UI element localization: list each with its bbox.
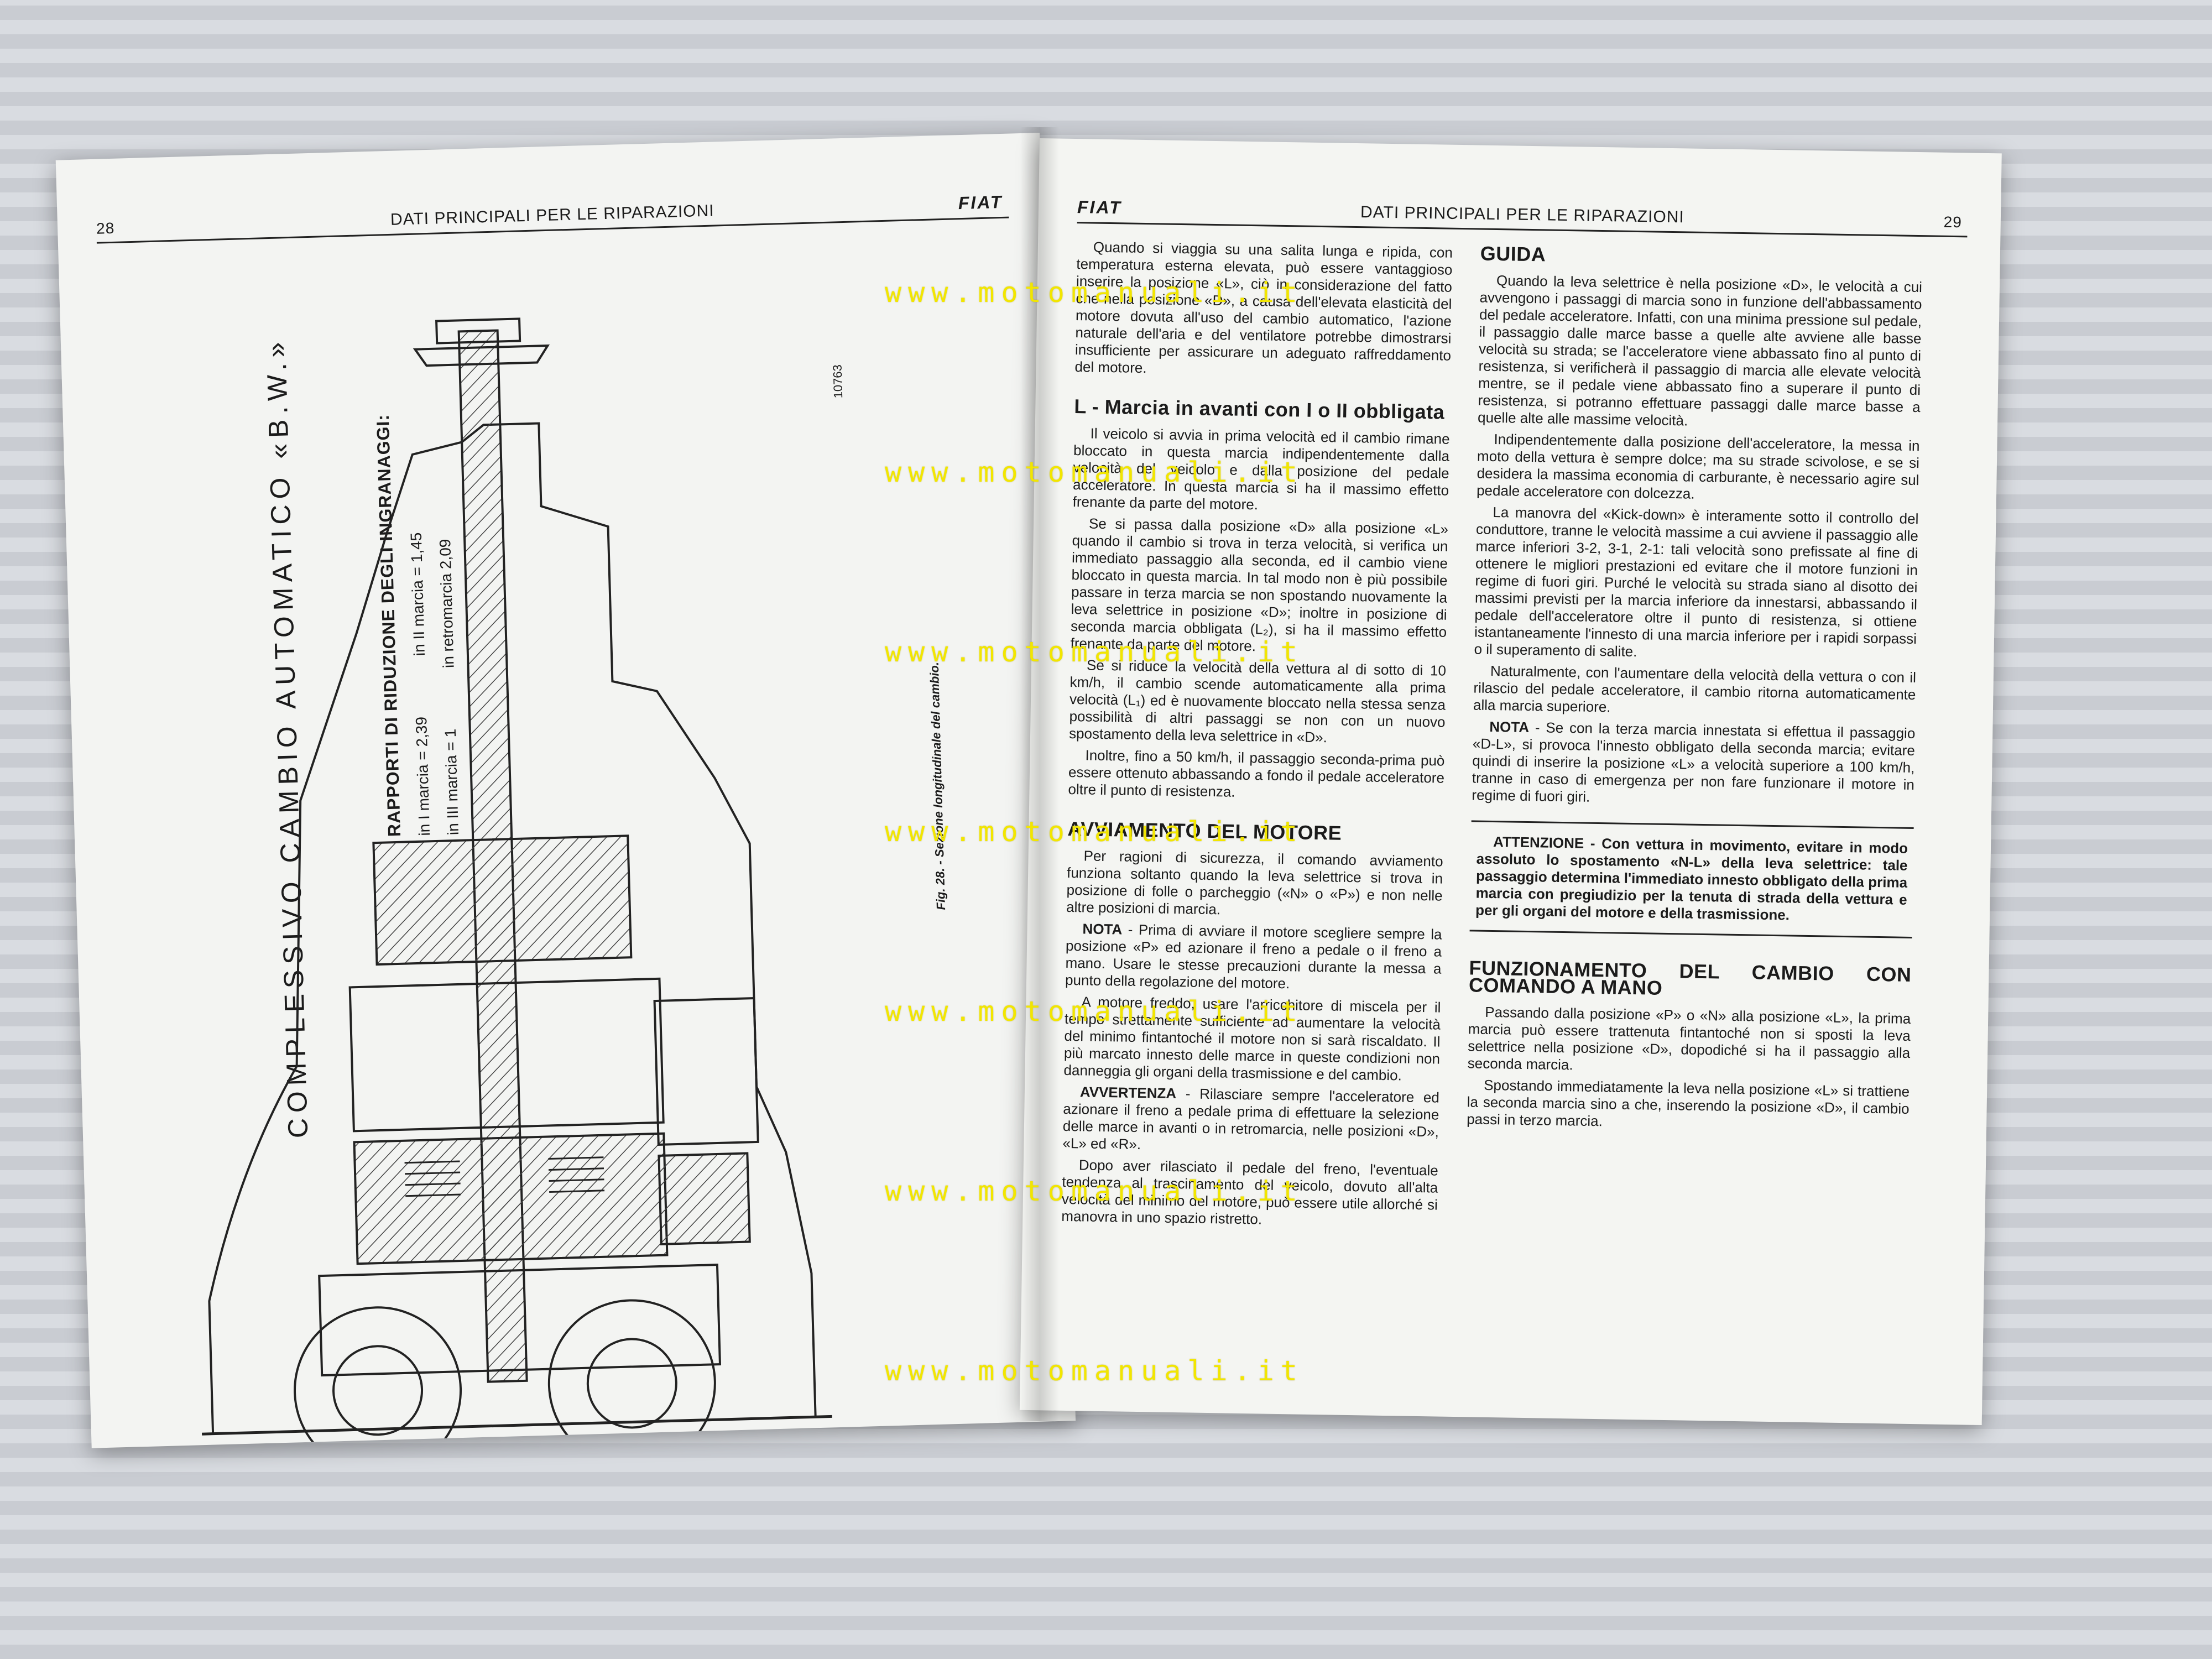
- watermark-text: www.motomanuali.it: [885, 1355, 1304, 1387]
- book-spine-shadow: [1020, 127, 1059, 1421]
- paragraph: Indipendentemente dalla posizione dell'a…: [1476, 430, 1920, 502]
- warning-label: AVVERTENZA: [1079, 1083, 1177, 1102]
- paragraph: Spostando immediatamente la leva nella p…: [1467, 1076, 1910, 1130]
- paragraph: Quando la leva selettrice è nella posizi…: [1477, 272, 1923, 429]
- watermark-text: www.motomanuali.it: [885, 636, 1304, 668]
- right-page: FIAT DATI PRINCIPALI PER LE RIPARAZIONI …: [1019, 138, 2002, 1426]
- right-page-header: FIAT DATI PRINCIPALI PER LE RIPARAZIONI …: [1077, 183, 1968, 238]
- note-label: NOTA: [1489, 718, 1530, 736]
- page-number: 29: [1943, 213, 1963, 231]
- note-paragraph: NOTA - Se con la terza marcia innestata …: [1472, 718, 1915, 811]
- paragraph: Naturalmente, con l'aumentare della velo…: [1473, 662, 1917, 716]
- brand-logo: FIAT: [958, 191, 1003, 213]
- watermark-text: www.motomanuali.it: [885, 816, 1304, 848]
- paragraph: La manovra del «Kick-down» è interamente…: [1474, 503, 1919, 660]
- section-heading: FUNZIONAMENTO DEL CAMBIO CON COMANDO A M…: [1468, 956, 1912, 999]
- section-heading: GUIDA: [1480, 242, 1546, 266]
- paragraph: Quando si viaggia su una salita lunga e …: [1074, 238, 1453, 377]
- paragraph: Passando dalla posizione «P» o «N» alla …: [1467, 1003, 1911, 1073]
- text-column-right: GUIDA Quando la leva selettrice è nella …: [1467, 242, 1923, 1139]
- header-title: DATI PRINCIPALI PER LE RIPARAZIONI: [1360, 203, 1685, 227]
- text-column-left: Quando si viaggia su una salita lunga e …: [1061, 238, 1453, 1235]
- attention-box: ATTENZIONE - Con vettura in movimento, e…: [1469, 820, 1914, 938]
- note-label: NOTA: [1082, 920, 1123, 938]
- watermark-text: www.motomanuali.it: [885, 1175, 1304, 1207]
- paragraph: Inoltre, fino a 50 km/h, il passaggio se…: [1068, 747, 1445, 800]
- header-title: DATI PRINCIPALI PER LE RIPARAZIONI: [390, 201, 715, 229]
- note-text: - Se con la terza marcia innestata si ef…: [1472, 719, 1916, 805]
- figure-caption: Fig. 28. - Sezione longitudinale del cam…: [927, 661, 948, 910]
- watermark-text: www.motomanuali.it: [885, 456, 1304, 488]
- note-paragraph: NOTA - Prima di avviare il motore scegli…: [1065, 920, 1442, 995]
- left-page-header: 28 DATI PRINCIPALI PER LE RIPARAZIONI FI…: [95, 178, 1009, 244]
- paragraph: Se si riduce la velocità della vettura a…: [1068, 656, 1447, 746]
- left-page: 28 DATI PRINCIPALI PER LE RIPARAZIONI FI…: [55, 133, 1076, 1448]
- section-heading: L - Marcia in avanti con I o II obbligat…: [1074, 395, 1445, 424]
- watermark-text: www.motomanuali.it: [885, 276, 1304, 309]
- gearbox-section-drawing: [202, 317, 832, 1446]
- warning-paragraph: AVVERTENZA - Rilasciare sempre l'acceler…: [1062, 1083, 1439, 1158]
- watermark-text: www.motomanuali.it: [885, 995, 1304, 1027]
- paragraph: Per ragioni di sicurezza, il comando avv…: [1066, 847, 1443, 918]
